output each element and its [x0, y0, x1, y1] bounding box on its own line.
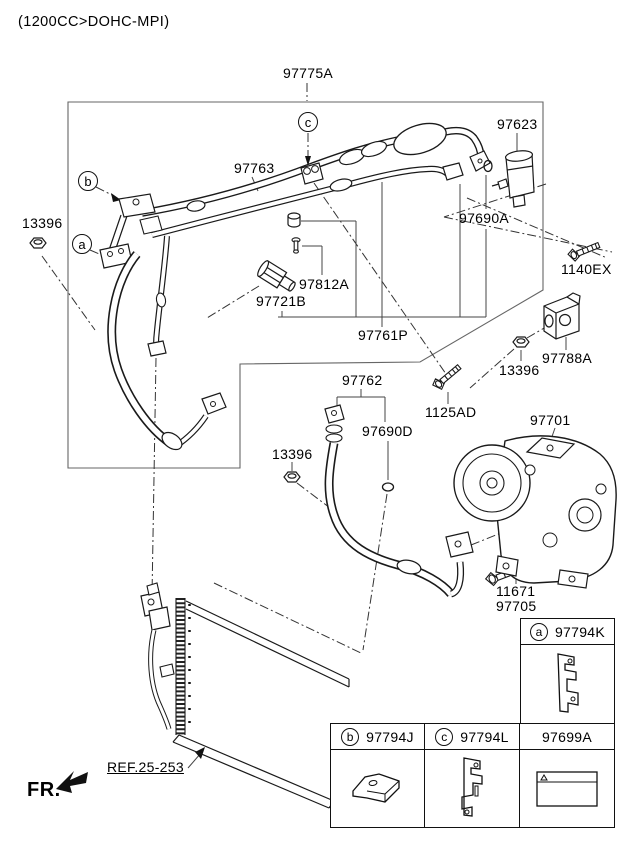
part-label-97705[interactable]: 97705 — [496, 598, 537, 614]
legend-letter-b: b — [341, 727, 360, 746]
front-marker-label: FR. — [27, 779, 61, 801]
part-label-13396-top-left[interactable]: 13396 — [22, 215, 63, 231]
part-label-97690a[interactable]: 97690A — [459, 210, 510, 226]
callout-circle-b[interactable]: b — [78, 171, 98, 191]
leader-lines — [187, 133, 567, 769]
part-label-97701[interactable]: 97701 — [530, 412, 571, 428]
nut-icon-right — [512, 336, 530, 348]
charge-valve-97721b-drawing — [257, 260, 296, 292]
oring-97690a-drawing — [483, 159, 493, 173]
part-label-13396-right[interactable]: 13396 — [499, 362, 540, 378]
label-sticker-icon-97699a — [536, 770, 598, 807]
discharge-hose-97762-drawing — [324, 404, 474, 598]
condenser-drawing — [140, 582, 350, 809]
oring-97690d-drawing — [381, 482, 395, 492]
legend-cell-97794l[interactable]: c 97794L — [425, 723, 520, 828]
reference-link[interactable]: REF.25-253 — [107, 759, 184, 775]
legend-number-97699a: 97699A — [541, 728, 593, 745]
callout-circle-a[interactable]: a — [72, 234, 92, 254]
assembly-box-97775a — [67, 101, 544, 469]
bracket-icon-97794l — [461, 756, 483, 817]
legend-letter-c: c — [435, 727, 454, 746]
nut-icon-lower — [283, 471, 301, 483]
valve-core-drawing — [291, 237, 301, 254]
legend-cell-97794j[interactable]: b 97794J — [330, 723, 425, 828]
part-label-97762[interactable]: 97762 — [342, 372, 383, 388]
part-label-1140ex[interactable]: 1140EX — [561, 261, 612, 277]
part-label-97788a[interactable]: 97788A — [542, 350, 593, 366]
part-label-97721b[interactable]: 97721B — [256, 293, 307, 309]
tube-clamp-drawing — [300, 162, 324, 185]
part-label-97763[interactable]: 97763 — [234, 160, 275, 176]
callout-circle-c[interactable]: c — [298, 112, 318, 132]
legend-number-97794k: 97794K — [554, 623, 606, 640]
bolt-icon-1125ad — [432, 363, 462, 391]
part-label-97812a[interactable]: 97812A — [299, 276, 350, 292]
suction-discharge-tubes-drawing — [99, 122, 493, 451]
receiver-drier-97623-drawing — [491, 150, 535, 208]
bolt-icon-1140ex — [567, 241, 601, 262]
part-label-97690d[interactable]: 97690D — [362, 423, 413, 439]
part-label-97761p[interactable]: 97761P — [358, 327, 409, 343]
legend-cell-97699a[interactable]: 97699A — [520, 723, 615, 828]
manifold-bracket-drawing — [99, 193, 163, 269]
part-label-97623[interactable]: 97623 — [497, 116, 538, 132]
part-label-11671[interactable]: 11671 — [496, 583, 536, 599]
part-label-1125ad[interactable]: 1125AD — [425, 404, 477, 420]
legend-number-97794j: 97794J — [366, 728, 414, 745]
engine-variant-title: (1200CC>DOHC-MPI) — [18, 14, 170, 30]
valve-cap-97812a-drawing — [287, 212, 301, 228]
legend-letter-a: a — [529, 622, 548, 641]
bracket-97788a-drawing — [543, 292, 581, 340]
nut-icon-top-left — [29, 237, 47, 249]
legend-cell-97794k[interactable]: a 97794K — [520, 618, 615, 723]
part-label-13396-lower[interactable]: 13396 — [272, 446, 313, 462]
part-label-97775a[interactable]: 97775A — [283, 65, 334, 81]
fr-direction-arrow — [56, 771, 88, 793]
legend-number-97794l: 97794L — [460, 728, 509, 745]
bracket-icon-97794j — [351, 772, 400, 803]
bracket-icon-97794k — [556, 652, 579, 713]
compressor-drawing — [453, 435, 617, 589]
